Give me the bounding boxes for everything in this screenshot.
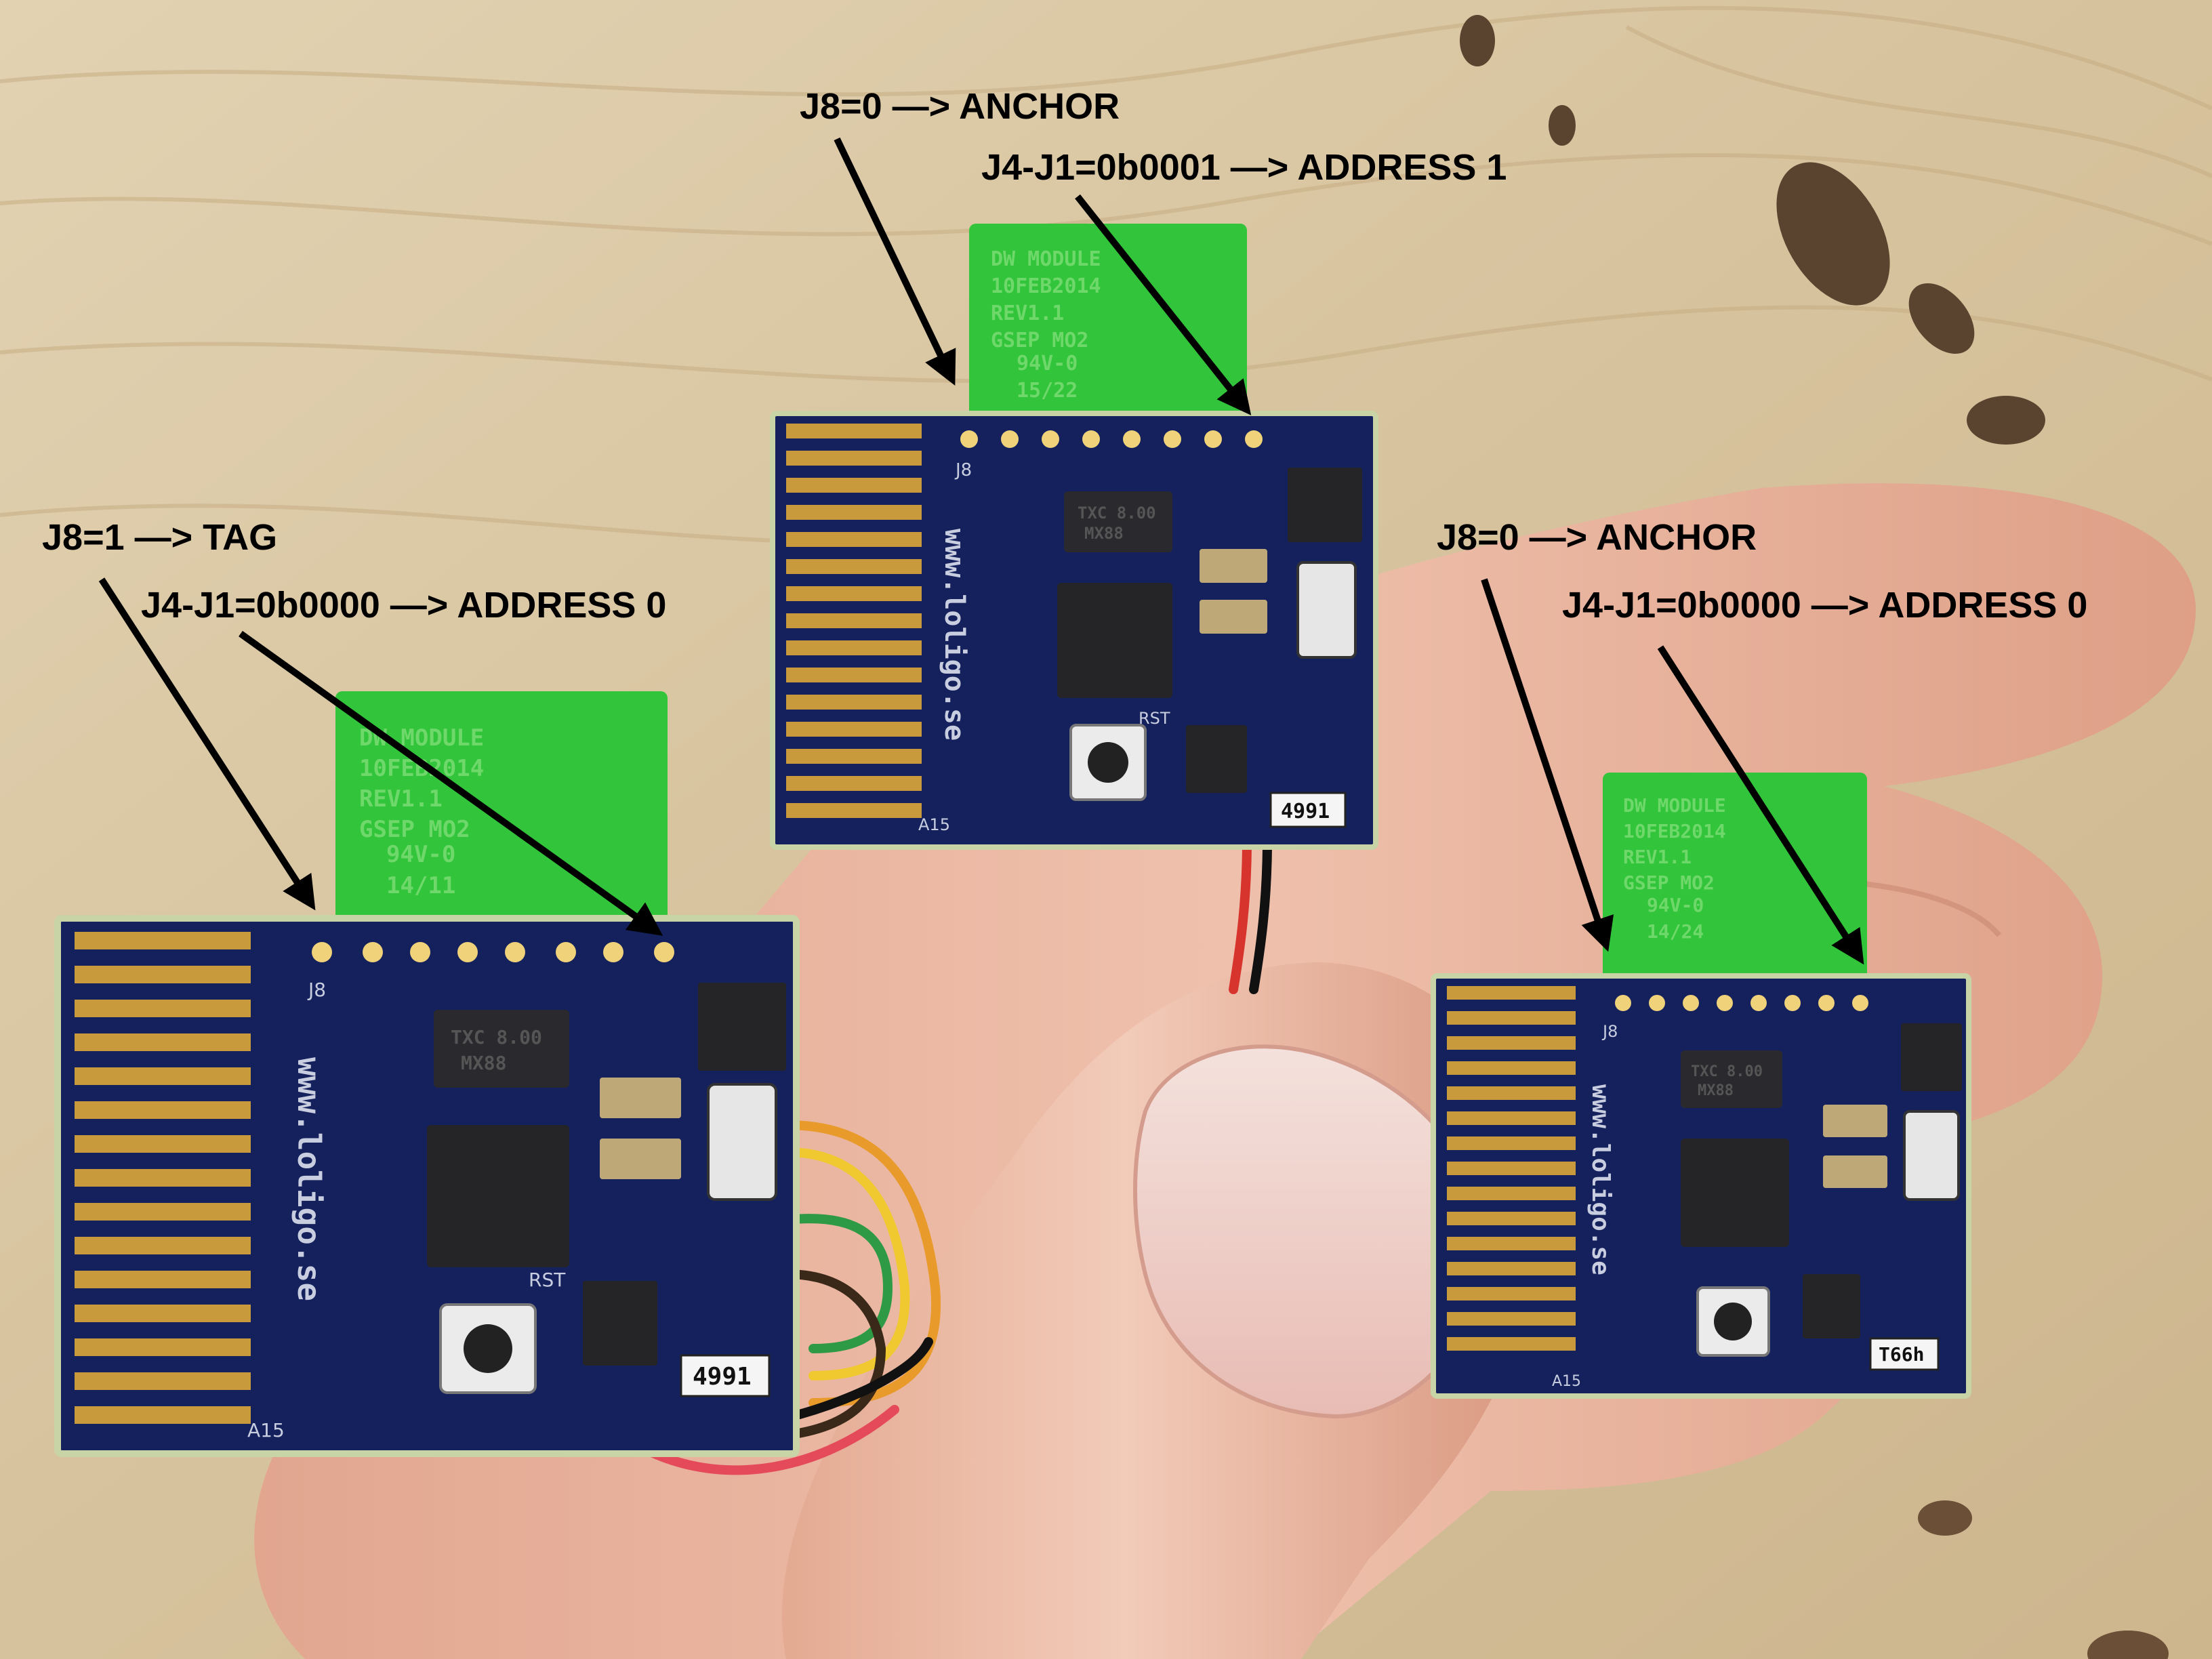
antenna-left-silk-0: DW MODULE [359, 724, 484, 752]
arrow-left-address [239, 630, 663, 936]
antenna-right [1603, 773, 1867, 989]
edge-contacts-top [786, 424, 922, 818]
annotation-arrows [98, 137, 1864, 965]
cap-right-2 [1823, 1155, 1887, 1188]
edge-contacts-right [1447, 986, 1576, 1351]
mcu-left [427, 1125, 569, 1267]
accelerometer-left [707, 1083, 777, 1201]
antenna-left-silk-3: GSEP MO2 [359, 816, 470, 843]
a15-label-left: A15 [247, 1419, 285, 1441]
antenna-left-silk-2: REV1.1 [359, 785, 443, 813]
label-left-role: J8=1 —> TAG [42, 517, 278, 558]
sticker-right [1869, 1337, 1940, 1371]
sticker-top-text: 4991 [1281, 800, 1330, 823]
crystal-left [434, 1010, 569, 1088]
arrow-top-role [834, 137, 956, 386]
cap-left-2 [600, 1139, 681, 1179]
label-top-role: J8=0 —> ANCHOR [800, 86, 1120, 127]
antenna-right-silk-4: 94V-0 [1647, 894, 1704, 916]
wood-knots [1460, 15, 2169, 1659]
crystal-right [1681, 1050, 1782, 1108]
url-right: www.loligo.se [1586, 1084, 1614, 1275]
jumper-pads-right [1615, 995, 1868, 1011]
ic-left-right [698, 983, 786, 1071]
crystal-top-mark2: MX88 [1084, 524, 1124, 543]
rst-label-left: RST [529, 1269, 566, 1291]
antenna-top-silk-1: 10FEB2014 [991, 274, 1101, 298]
reset-button-left-cap[interactable] [464, 1324, 512, 1373]
board-top: DW MODULE 10FEB2014 REV1.1 GSEP MO2 94V-… [770, 224, 1378, 850]
ic-right-small [1803, 1274, 1860, 1338]
ic-top-right [1288, 468, 1362, 542]
wood-grain [0, 5, 2212, 546]
board-right: DW MODULE 10FEB2014 REV1.1 GSEP MO2 94V-… [1431, 773, 1971, 1399]
antenna-top-silk-3: GSEP MO2 [991, 329, 1089, 352]
rst-label-top: RST [1139, 709, 1170, 728]
antenna-left-silk-4: 94V-0 [386, 841, 455, 868]
crystal-left-mark2: MX88 [461, 1052, 506, 1074]
crystal-right-mark2: MX88 [1698, 1082, 1734, 1099]
edge-contacts-left [75, 932, 251, 1424]
j8-label-left: J8 [307, 979, 326, 1001]
antenna-top [969, 224, 1247, 427]
antenna-top-silk-5: 15/22 [1017, 379, 1078, 403]
reset-button-right-cap[interactable] [1714, 1303, 1752, 1340]
cap-top-1 [1200, 549, 1267, 583]
accelerometer-right [1903, 1110, 1960, 1201]
crystal-right-mark1: TXC 8.00 [1691, 1063, 1763, 1080]
cap-left-1 [600, 1078, 681, 1118]
jumper-pads-left [312, 942, 674, 962]
j8-label-top: J8 [954, 460, 972, 480]
mcu-top [1057, 583, 1172, 698]
antenna-right-silk-1: 10FEB2014 [1623, 820, 1726, 842]
arrow-right-role [1481, 578, 1614, 952]
ic-right-right [1901, 1023, 1962, 1091]
url-top: www.loligo.se [939, 529, 970, 741]
jumper-pads-top [960, 430, 1263, 448]
url-left: www.loligo.se [291, 1057, 327, 1301]
crystal-top-mark1: TXC 8.00 [1078, 504, 1156, 523]
a15-label-right: A15 [1552, 1373, 1581, 1390]
j8-label-right: J8 [1601, 1022, 1618, 1041]
cap-right-1 [1823, 1105, 1887, 1137]
arrow-left-role [98, 577, 316, 911]
arrow-top-address [1075, 194, 1252, 415]
a15-label-top: A15 [918, 815, 950, 834]
label-top-address: J4-J1=0b0001 —> ADDRESS 1 [981, 147, 1507, 188]
crystal-left-mark1: TXC 8.00 [451, 1026, 542, 1048]
ic-top-small [1186, 725, 1247, 793]
mcu-right [1681, 1139, 1789, 1247]
crystal-top [1064, 491, 1172, 552]
label-right-role: J8=0 —> ANCHOR [1437, 517, 1757, 558]
antenna-left-silk-5: 14/11 [386, 872, 455, 899]
ic-left-small [583, 1281, 657, 1366]
label-right-address: J4-J1=0b0000 —> ADDRESS 0 [1562, 585, 2088, 626]
antenna-right-silk-0: DW MODULE [1623, 794, 1726, 817]
sticker-right-text: T66h [1879, 1343, 1924, 1366]
label-left-address: J4-J1=0b0000 —> ADDRESS 0 [141, 585, 667, 626]
antenna-right-silk-3: GSEP MO2 [1623, 872, 1715, 894]
sticker-left-text: 4991 [693, 1363, 752, 1391]
arrow-right-address [1657, 645, 1864, 965]
antenna-right-silk-2: REV1.1 [1623, 846, 1692, 868]
antenna-top-silk-2: REV1.1 [991, 302, 1064, 325]
reset-button-top-cap[interactable] [1088, 742, 1128, 783]
accelerometer-top [1296, 561, 1357, 659]
antenna-top-silk-4: 94V-0 [1017, 352, 1078, 375]
sticker-left [680, 1354, 771, 1397]
antenna-top-silk-0: DW MODULE [991, 247, 1101, 271]
antenna-right-silk-5: 14/24 [1647, 920, 1704, 943]
sticker-top [1269, 792, 1347, 828]
cap-top-2 [1200, 600, 1267, 634]
